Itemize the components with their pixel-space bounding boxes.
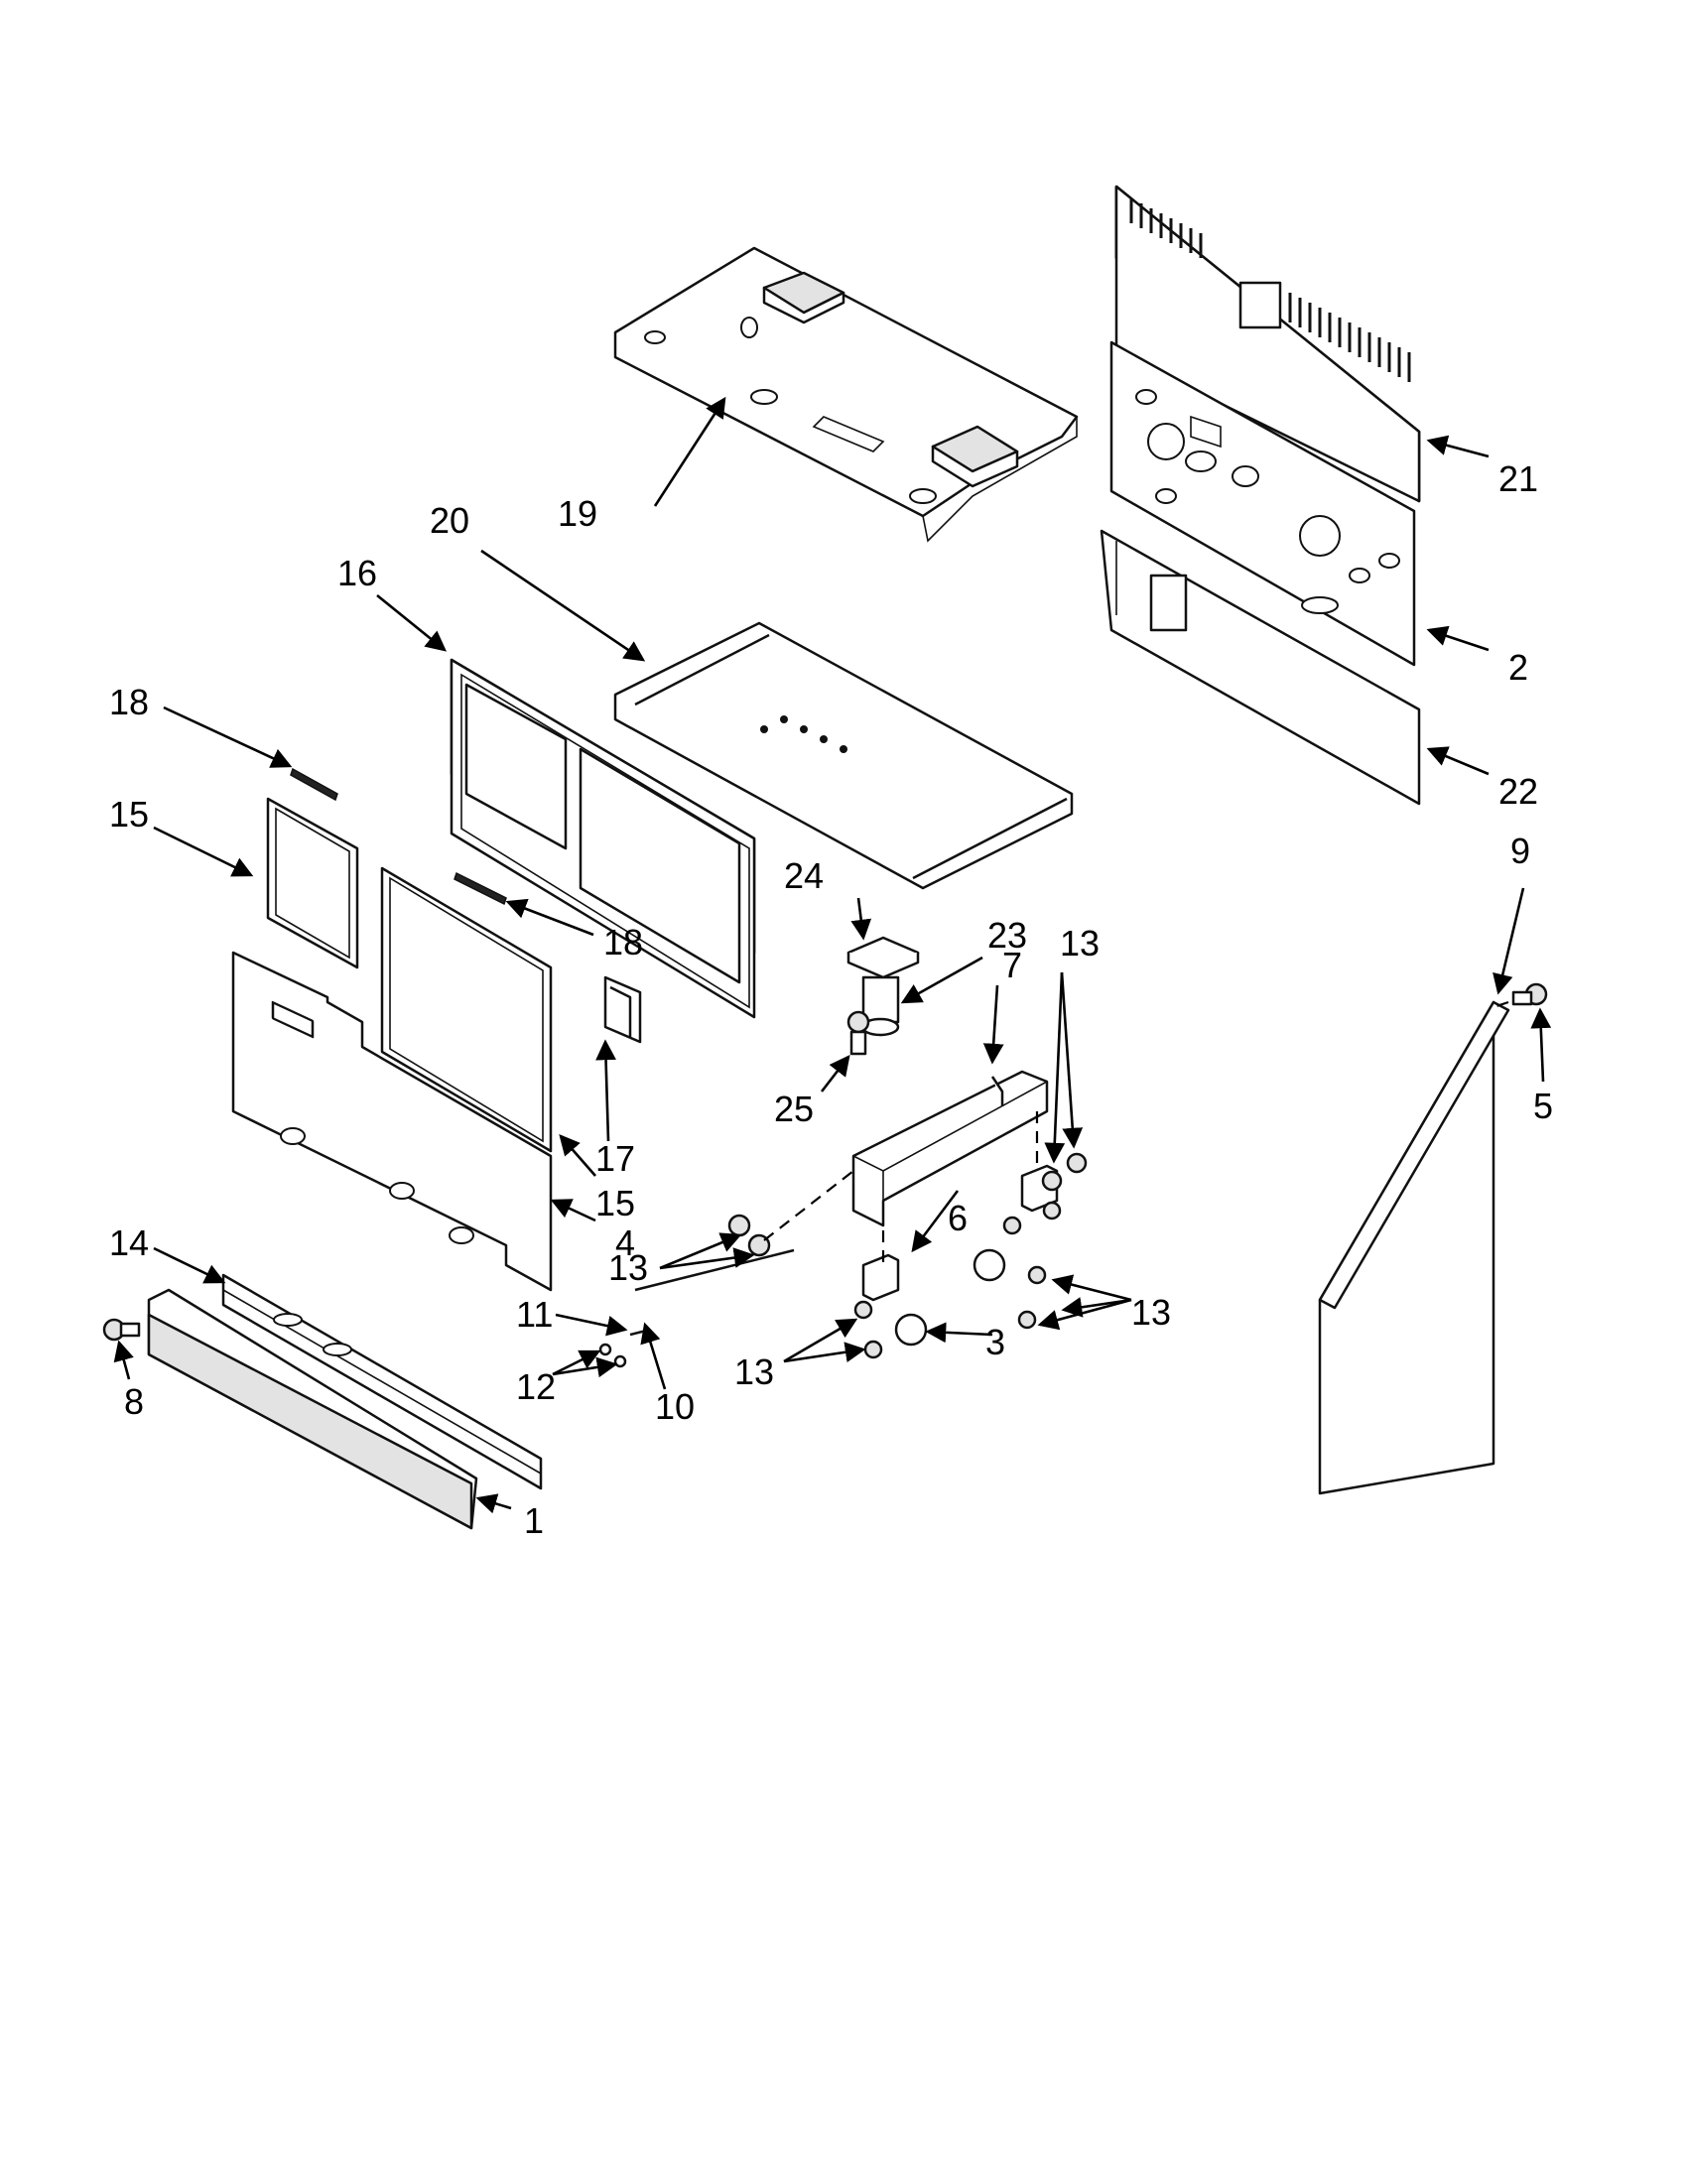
callout-18-bottom: 18	[603, 922, 643, 963]
kick-rail-14	[221, 1273, 543, 1490]
callout-4: 4	[615, 1222, 635, 1263]
callout-9: 9	[1510, 831, 1530, 871]
callout-5: 5	[1533, 1086, 1553, 1126]
frame-16	[450, 658, 756, 1019]
callout-15-top: 15	[109, 794, 149, 835]
callout-2: 2	[1508, 647, 1528, 688]
screw-5	[1511, 982, 1548, 1006]
vent-slots-right	[1288, 293, 1411, 382]
screw-25	[846, 1010, 870, 1056]
washers-12	[598, 1343, 627, 1368]
gasket-15a	[266, 797, 359, 969]
top-panel-19	[613, 246, 1079, 543]
callout-6: 6	[948, 1198, 968, 1238]
callout-17: 17	[595, 1138, 635, 1179]
leveling-leg-24	[846, 936, 920, 979]
callout-10: 10	[655, 1386, 695, 1427]
bracket-17	[603, 975, 642, 1044]
leveling-leg-23	[860, 975, 900, 1037]
callout-19: 19	[558, 493, 597, 534]
callout-13-right: 13	[1131, 1292, 1171, 1333]
callout-21: 21	[1498, 458, 1538, 499]
callout-13-top: 13	[1060, 923, 1100, 964]
callout-25: 25	[774, 1089, 814, 1129]
callout-18-top: 18	[109, 682, 149, 722]
callout-8: 8	[124, 1381, 144, 1422]
rear-panel-2	[1109, 340, 1416, 667]
rear-panel-21	[1114, 185, 1421, 503]
callout-11: 11	[516, 1294, 553, 1335]
callout-7: 7	[1002, 945, 1022, 985]
bracket-7	[851, 1070, 1049, 1227]
callout-20: 20	[430, 500, 469, 541]
casters-3	[894, 1248, 1006, 1347]
gasket-18b	[454, 871, 507, 906]
callout-12: 12	[516, 1366, 556, 1407]
vent-slots-left	[1129, 198, 1203, 258]
callout-24: 24	[784, 855, 824, 896]
screw-8	[102, 1318, 141, 1342]
callout-14: 14	[109, 1222, 149, 1263]
leader-lines	[113, 396, 1552, 1514]
gasket-15b	[380, 866, 553, 1153]
callout-23: 23	[987, 915, 1027, 956]
side-panel-9	[1318, 1000, 1510, 1495]
callout-3: 3	[985, 1322, 1005, 1362]
callout-1: 1	[524, 1500, 544, 1541]
callout-15-bottom: 15	[595, 1183, 635, 1223]
rear-panel-4	[231, 951, 553, 1292]
callout-13-bottom: 13	[734, 1351, 774, 1392]
tray-20	[613, 621, 1074, 890]
rear-panel-22	[1100, 529, 1421, 806]
callout-22: 22	[1498, 771, 1538, 812]
screws-13	[727, 1152, 1088, 1359]
kick-panel-1	[147, 1288, 478, 1530]
callout-labels: 19 20 16 18 15 18 17 15 4 21 2 22 9 5 24…	[109, 458, 1553, 1541]
gasket-18a	[290, 767, 338, 802]
callout-16: 16	[337, 553, 377, 593]
rod-10	[634, 1248, 795, 1292]
callout-13-left: 13	[608, 1247, 648, 1288]
